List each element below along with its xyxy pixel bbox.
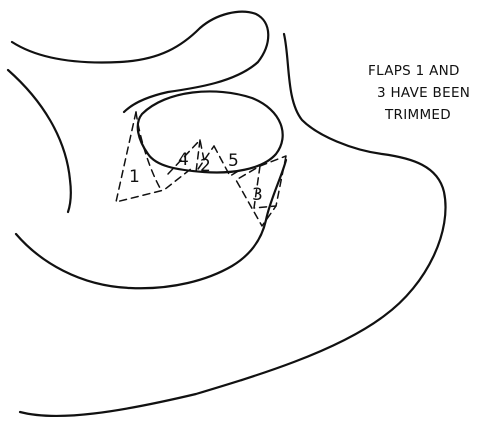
note-line-2: 3 HAVE BEEN [377, 85, 470, 101]
note-line-3: TRIMMED [384, 107, 451, 123]
left-concha-contour [8, 70, 71, 212]
upper-outer-contour [12, 12, 268, 112]
flap-label-5: 5 [228, 151, 239, 171]
flap-label-3: 3 [252, 185, 263, 205]
flap-label-4: 4 [178, 150, 189, 170]
note-line-1: FLAPS 1 AND [368, 63, 460, 79]
flap-label-2: 2 [200, 156, 211, 176]
lower-contour [16, 160, 286, 288]
flap-label-1: 1 [129, 167, 140, 187]
